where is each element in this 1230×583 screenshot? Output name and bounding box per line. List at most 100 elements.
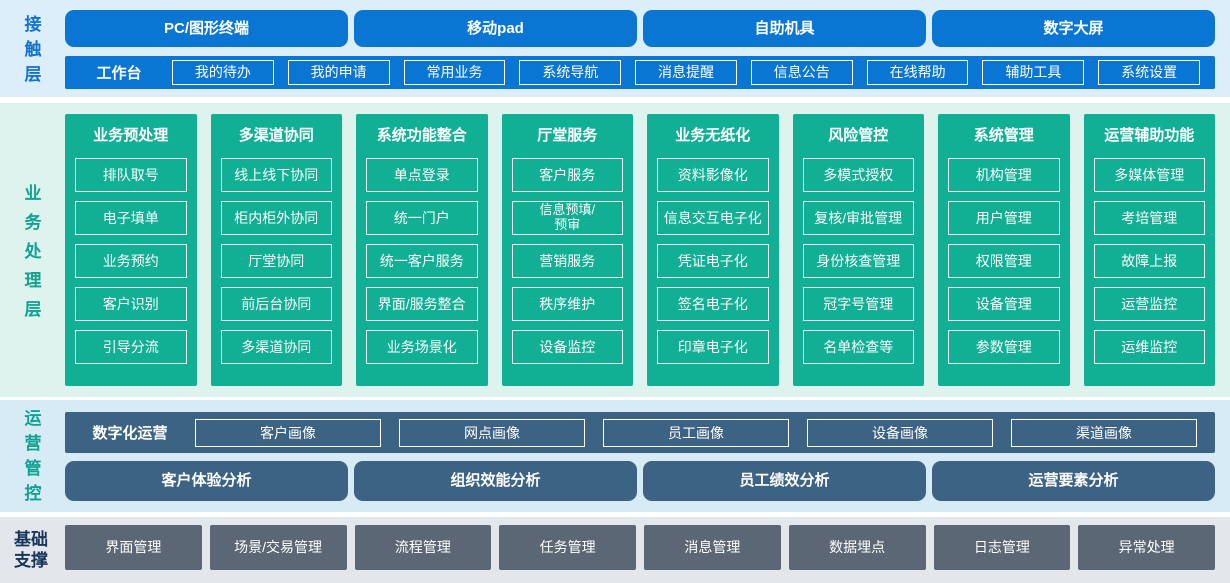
module-item[interactable]: 柜内柜外协同	[220, 201, 332, 235]
column-multichannel-collaboration: 多渠道协同 线上线下协同 柜内柜外协同 厅堂协同 前后台协同 多渠道协同	[210, 114, 342, 386]
module-item[interactable]: 复核/审批管理	[802, 201, 914, 235]
column-title: 多渠道协同	[238, 127, 314, 144]
column-operations-auxiliary: 运营辅助功能 多媒体管理 考培管理 故障上报 运营监控 运维监控	[1083, 114, 1215, 386]
module-item[interactable]: 运维监控	[1093, 330, 1205, 364]
module-item[interactable]: 多媒体管理	[1093, 158, 1205, 192]
module-item[interactable]: 资料影像化	[657, 158, 769, 192]
foundation-message-management-button[interactable]: 消息管理	[644, 525, 781, 570]
module-item[interactable]: 排队取号	[75, 158, 187, 192]
column-system-management: 系统管理 机构管理 用户管理 权限管理 设备管理 参数管理	[938, 114, 1070, 386]
module-item[interactable]: 运营监控	[1093, 287, 1205, 321]
module-item[interactable]: 签名电子化	[657, 287, 769, 321]
column-paperless-business: 业务无纸化 资料影像化 信息交互电子化 凭证电子化 签名电子化 印章电子化	[647, 114, 779, 386]
column-title: 厅堂服务	[537, 127, 598, 144]
module-item[interactable]: 考培管理	[1093, 201, 1205, 235]
module-item[interactable]: 设备管理	[948, 287, 1060, 321]
module-item[interactable]: 业务场景化	[366, 330, 478, 364]
module-item[interactable]: 业务预约	[75, 244, 187, 278]
workbench-bar: 工作台 我的待办 我的申请 常用业务 系统导航 消息提醒 信息公告 在线帮助 辅…	[65, 56, 1215, 89]
module-item[interactable]: 引导分流	[75, 330, 187, 364]
module-item[interactable]: 冠字号管理	[802, 287, 914, 321]
workbench-item-my-todo[interactable]: 我的待办	[172, 60, 274, 85]
column-title: 系统功能整合	[376, 127, 467, 144]
terminal-row: PC/图形终端 移动pad 自助机具 数字大屏	[65, 10, 1215, 47]
foundation-task-management-button[interactable]: 任务管理	[499, 525, 636, 570]
module-item[interactable]: 前后台协同	[220, 287, 332, 321]
module-item[interactable]: 多渠道协同	[220, 330, 332, 364]
column-title: 风险管控	[828, 127, 889, 144]
column-hall-services: 厅堂服务 客户服务 信息预填/预审 营销服务 秩序维护 设备监控	[501, 114, 633, 386]
portrait-channel-button[interactable]: 渠道画像	[1011, 418, 1197, 447]
module-item[interactable]: 参数管理	[948, 330, 1060, 364]
module-item[interactable]: 信息交互电子化	[657, 201, 769, 235]
foundation-layer-label: 基础支撑	[14, 530, 48, 570]
foundation-log-management-button[interactable]: 日志管理	[933, 525, 1071, 570]
module-item[interactable]: 设备监控	[511, 330, 623, 364]
foundation-data-tracking-button[interactable]: 数据埋点	[788, 525, 926, 570]
module-item[interactable]: 机构管理	[948, 158, 1060, 192]
workbench-item-system-navigation[interactable]: 系统导航	[519, 60, 622, 85]
module-item[interactable]: 客户识别	[75, 287, 187, 321]
operations-layer-label: 运营管控	[24, 409, 42, 503]
business-layer-label: 业务处理层	[24, 184, 42, 319]
contact-layer-label: 接触层	[24, 15, 42, 84]
analysis-customer-experience-button[interactable]: 客户体验分析	[65, 461, 348, 501]
module-item[interactable]: 线上线下协同	[220, 158, 332, 192]
module-item[interactable]: 界面/服务整合	[366, 287, 478, 321]
workbench-label: 工作台	[96, 65, 142, 82]
portrait-branch-button[interactable]: 网点画像	[399, 418, 585, 447]
column-title: 运营辅助功能	[1104, 127, 1195, 144]
column-risk-control: 风险管控 多模式授权 复核/审批管理 身份核查管理 冠字号管理 名单检查等	[792, 114, 924, 386]
module-item[interactable]: 凭证电子化	[657, 244, 769, 278]
foundation-ui-management-button[interactable]: 界面管理	[65, 525, 202, 570]
workbench-item-online-help[interactable]: 在线帮助	[866, 60, 969, 85]
module-item[interactable]: 故障上报	[1093, 244, 1205, 278]
terminal-pc-button[interactable]: PC/图形终端	[65, 10, 348, 47]
portrait-device-button[interactable]: 设备画像	[807, 418, 993, 447]
module-item[interactable]: 名单检查等	[802, 330, 914, 364]
foundation-layer-band: 基础支撑 界面管理 场景/交易管理 流程管理 任务管理 消息管理 数据埋点 日志…	[0, 517, 1230, 583]
analysis-employee-performance-button[interactable]: 员工绩效分析	[643, 461, 926, 501]
module-item[interactable]: 信息预填/预审	[511, 201, 623, 235]
portrait-employee-button[interactable]: 员工画像	[603, 418, 789, 447]
module-item[interactable]: 秩序维护	[511, 287, 623, 321]
column-title: 业务无纸化	[675, 127, 751, 144]
module-item[interactable]: 印章电子化	[657, 330, 769, 364]
foundation-row: 界面管理 场景/交易管理 流程管理 任务管理 消息管理 数据埋点 日志管理 异常…	[65, 525, 1215, 570]
module-item[interactable]: 统一客户服务	[366, 244, 478, 278]
module-item[interactable]: 身份核查管理	[802, 244, 914, 278]
column-title: 业务预处理	[93, 127, 169, 144]
module-item[interactable]: 电子填单	[75, 201, 187, 235]
contact-layer-band: 接触层 PC/图形终端 移动pad 自助机具 数字大屏 工作台 我的待办 我的申…	[0, 0, 1230, 97]
foundation-process-management-button[interactable]: 流程管理	[354, 525, 492, 570]
analysis-row: 客户体验分析 组织效能分析 员工绩效分析 运营要素分析	[65, 461, 1215, 501]
workbench-item-common-business[interactable]: 常用业务	[403, 60, 506, 85]
operations-layer-band: 运营管控 数字化运营 客户画像 网点画像 员工画像 设备画像 渠道画像 客户体验…	[0, 400, 1230, 512]
terminal-digital-screen-button[interactable]: 数字大屏	[932, 10, 1215, 47]
digital-operations-bar: 数字化运营 客户画像 网点画像 员工画像 设备画像 渠道画像	[65, 412, 1215, 453]
digital-operations-label: 数字化运营	[92, 425, 168, 442]
foundation-exception-handling-button[interactable]: 异常处理	[1078, 525, 1215, 570]
module-item[interactable]: 统一门户	[366, 201, 478, 235]
terminal-self-service-button[interactable]: 自助机具	[643, 10, 926, 47]
module-item[interactable]: 客户服务	[511, 158, 623, 192]
module-item[interactable]: 用户管理	[948, 201, 1060, 235]
column-business-preprocessing: 业务预处理 排队取号 电子填单 业务预约 客户识别 引导分流	[65, 114, 197, 386]
workbench-item-system-settings[interactable]: 系统设置	[1098, 60, 1201, 85]
analysis-operation-factors-button[interactable]: 运营要素分析	[932, 461, 1215, 501]
analysis-organization-efficiency-button[interactable]: 组织效能分析	[354, 461, 637, 501]
workbench-item-auxiliary-tools[interactable]: 辅助工具	[982, 60, 1085, 85]
foundation-scene-transaction-button[interactable]: 场景/交易管理	[209, 525, 347, 570]
module-item[interactable]: 单点登录	[366, 158, 478, 192]
workbench-item-my-applications[interactable]: 我的申请	[287, 60, 390, 85]
workbench-item-announcements[interactable]: 信息公告	[750, 60, 853, 85]
module-item[interactable]: 营销服务	[511, 244, 623, 278]
terminal-mobile-pad-button[interactable]: 移动pad	[354, 10, 637, 47]
module-item[interactable]: 厅堂协同	[220, 244, 332, 278]
module-item[interactable]: 多模式授权	[802, 158, 914, 192]
workbench-item-message-alerts[interactable]: 消息提醒	[635, 60, 737, 85]
column-system-function-integration: 系统功能整合 单点登录 统一门户 统一客户服务 界面/服务整合 业务场景化	[356, 114, 488, 386]
module-item[interactable]: 权限管理	[948, 244, 1060, 278]
portrait-customer-button[interactable]: 客户画像	[195, 418, 381, 447]
